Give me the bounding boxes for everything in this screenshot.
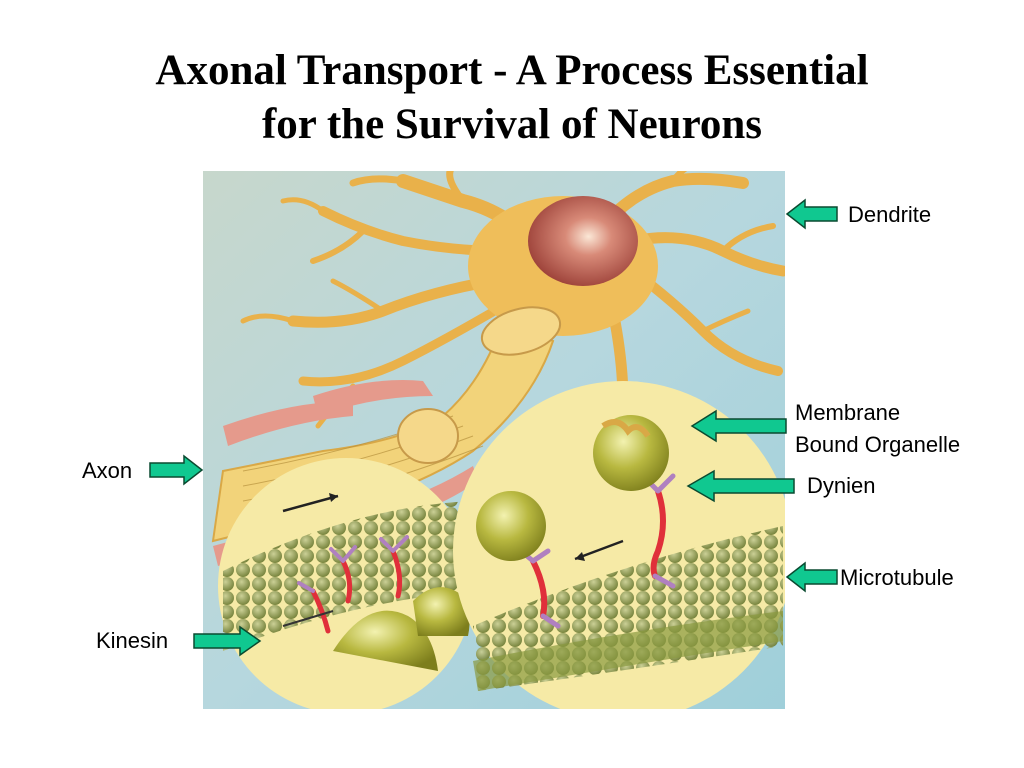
kinesin-magnified-view [218,458,474,709]
arrow-icon [785,561,838,593]
title-line-1: Axonal Transport - A Process Essential [155,47,869,94]
kinesin-label: Kinesin [96,628,169,653]
organelle-lower [476,491,546,561]
page-title: Axonal Transport - A Process Essential f… [0,44,1024,152]
nucleus [528,196,638,286]
dynein-magnified-view [453,381,785,709]
dendrite-label: Dendrite [848,202,932,227]
microtubule-label: Microtubule [840,565,954,590]
title-line-2: for the Survival of Neurons [261,101,763,148]
arrow-icon [686,469,795,503]
arrow-icon [149,454,204,486]
arrow-icon [193,625,262,657]
membrane-bound-organelle-label: Membrane Bound Organelle [795,397,960,461]
neuron-illustration [203,171,785,709]
dynein-label: Dynien [807,473,876,498]
axon-label: Axon [82,458,133,483]
organelle-label-line-2: Bound Organelle [795,432,961,457]
arrow-icon [690,409,787,443]
organelle-label-line-1: Membrane [795,400,901,425]
arrow-icon [785,198,838,230]
